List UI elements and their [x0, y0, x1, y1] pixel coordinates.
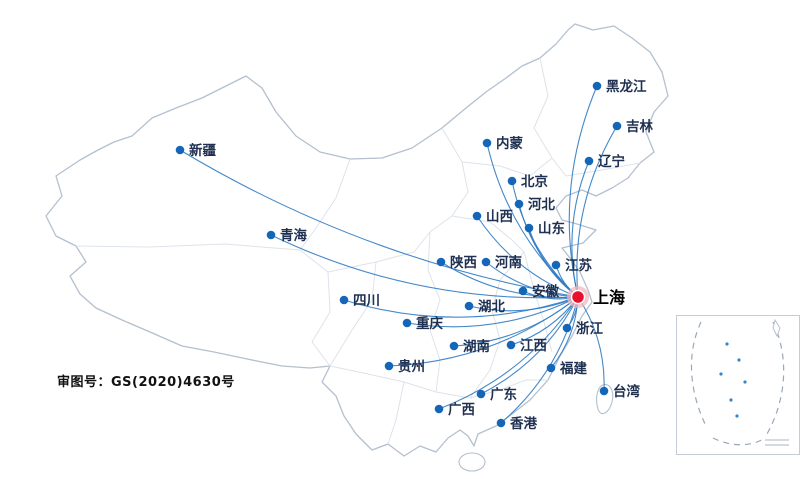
route-line: [440, 261, 579, 298]
province-dot: [339, 295, 349, 305]
province-label: 重庆: [416, 315, 443, 332]
province-label: 陕西: [450, 254, 477, 271]
hub-label-shanghai: 上海: [593, 288, 625, 307]
inset-scale-marks: [765, 439, 789, 446]
route-line: [571, 160, 590, 298]
province-dot: [599, 386, 609, 396]
province-dot: [482, 138, 492, 148]
province-label: 湖南: [463, 338, 490, 355]
route-line: [480, 296, 579, 395]
province-label: 河北: [528, 196, 556, 213]
island-dot: [719, 372, 723, 376]
province-label: 青海: [280, 227, 307, 244]
province-dot: [562, 323, 572, 333]
province-dot: [507, 176, 517, 186]
province-dot: [518, 286, 528, 296]
province-dot: [612, 121, 622, 131]
province-label: 安徽: [532, 283, 560, 300]
province-dot: [436, 257, 446, 267]
hainan-island: [458, 452, 486, 472]
nine-dash-line-left: [690, 321, 708, 429]
island-dot: [729, 398, 733, 402]
province-dot: [524, 223, 534, 233]
province-dot: [384, 361, 394, 371]
province-label: 山西: [486, 209, 513, 225]
province-label: 广东: [490, 386, 518, 403]
route-lines: [179, 85, 618, 424]
province-dot: [592, 81, 602, 91]
route-line: [406, 296, 579, 328]
province-dot: [584, 156, 594, 166]
nine-dash-line-bottom: [712, 437, 766, 446]
route-line: [576, 125, 618, 298]
china-outline: [45, 23, 669, 457]
province-label: 贵州: [398, 358, 425, 375]
province-dot: [464, 301, 474, 311]
province-label: 内蒙: [496, 135, 524, 152]
province-dot: [546, 363, 556, 373]
province-label: 河南: [495, 254, 522, 271]
province-label: 江苏: [565, 257, 593, 274]
route-line: [388, 296, 579, 367]
province-label: 北京: [521, 173, 548, 190]
route-line: [476, 215, 579, 298]
province-label: 台湾: [613, 383, 641, 400]
province-dot: [434, 404, 444, 414]
province-label: 新疆: [189, 142, 216, 159]
province-label: 香港: [509, 415, 538, 432]
province-label: 江西: [520, 337, 547, 354]
province-dot: [481, 257, 491, 267]
province-label: 吉林: [626, 118, 654, 135]
province-label: 浙江: [576, 320, 604, 337]
hub-dot-shanghai: [570, 289, 586, 305]
inset-taiwan-icon: [772, 318, 781, 338]
south-china-sea-inset: [676, 315, 800, 455]
province-dot: [266, 230, 276, 240]
island-dot: [743, 380, 747, 384]
island-dot: [725, 342, 729, 346]
province-label: 黑龙江: [606, 78, 647, 95]
route-line: [179, 149, 579, 298]
province-dot: [449, 341, 459, 351]
province-dot: [476, 389, 486, 399]
province-label: 福建: [559, 360, 588, 377]
province-label: 四川: [353, 293, 380, 309]
province-dot: [402, 318, 412, 328]
province-label: 山东: [538, 220, 566, 237]
nine-dash-line-right: [766, 321, 785, 435]
route-line: [343, 296, 579, 318]
province-dot: [472, 211, 482, 221]
island-dot: [737, 358, 741, 362]
route-line: [270, 234, 579, 299]
province-dot: [496, 418, 506, 428]
route-line: [468, 296, 579, 312]
province-dot: [506, 340, 516, 350]
province-dot: [514, 199, 524, 209]
map-approval-number: 审图号：GS(2020)4630号: [57, 375, 235, 390]
province-label: 辽宁: [598, 153, 625, 170]
province-label: 广西: [448, 401, 475, 418]
province-borders: [75, 57, 641, 445]
province-dot: [175, 145, 185, 155]
province-dot: [551, 260, 561, 270]
province-label: 湖北: [478, 299, 505, 315]
island-dot: [735, 414, 739, 418]
route-line: [438, 296, 579, 410]
